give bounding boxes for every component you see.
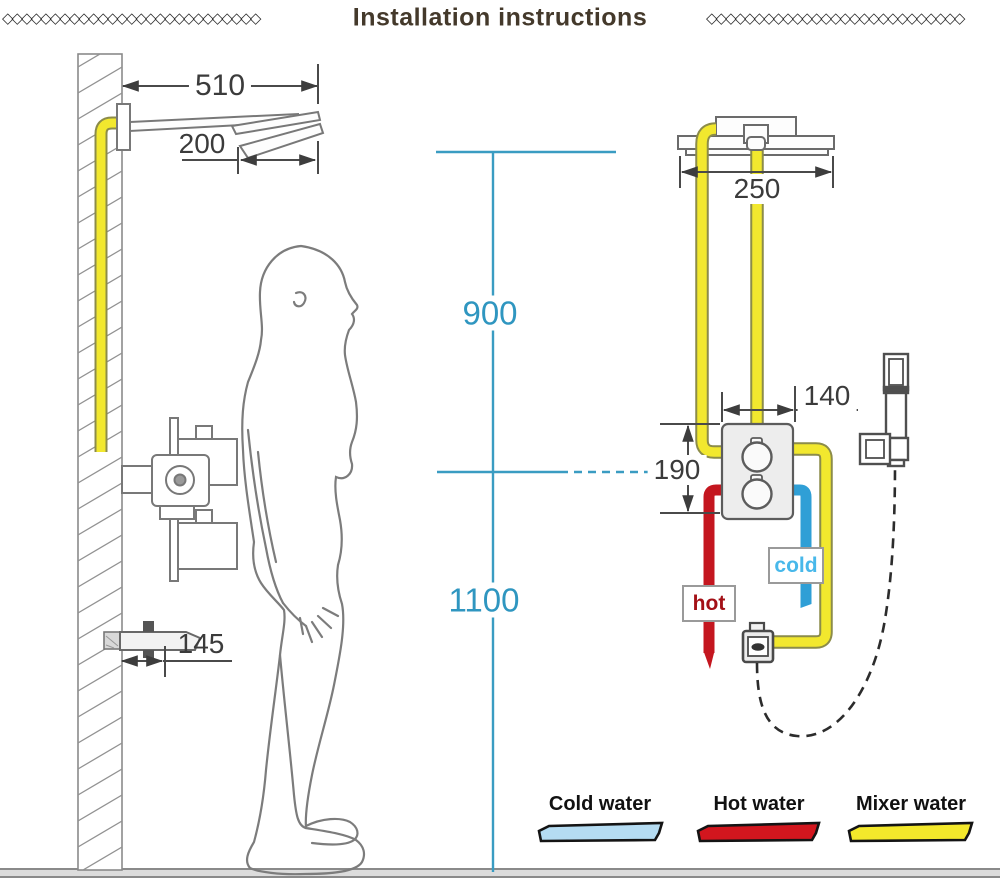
page-title: Installation instructions: [352, 3, 648, 32]
ear-line: [292, 291, 307, 308]
wall-valve: [121, 417, 238, 582]
hose-outlet-fitting: [741, 621, 775, 664]
cold-pipe: [793, 484, 812, 608]
mixer-output-pipe: [770, 442, 833, 649]
hand-shower: [858, 352, 910, 468]
dim-510-label: 510: [188, 70, 252, 102]
dim-145-label: 145: [177, 628, 225, 659]
legend-item-cold: Cold water: [534, 793, 666, 823]
head-connector-tab: [746, 136, 766, 151]
decorative-chain-left: ◇◇◇◇◇◇◇◇◇◇◇◇◇◇◇◇◇◇◇◇◇◇◇◇◇◇◇: [2, 10, 261, 27]
thermostat-knob: [741, 441, 773, 473]
inner-leg-line: [278, 653, 308, 830]
dim-900-label: 900: [456, 295, 524, 331]
dim-200-label: 200: [178, 128, 226, 159]
dim-200: [182, 141, 319, 174]
wall-mixer-pipe: [94, 116, 120, 452]
legend-hot-label: Hot water: [713, 793, 805, 815]
dim-145: [120, 646, 232, 677]
legend-item-mixer: Mixer water: [845, 793, 977, 823]
legend-mixer-label: Mixer water: [855, 793, 967, 815]
legend-swatches: [537, 821, 974, 843]
dim-140-label: 140: [797, 381, 857, 411]
arm-back-line: [246, 428, 285, 605]
diverter-knob: [741, 478, 773, 510]
dim-190-label: 190: [647, 455, 707, 485]
human-figure: [241, 244, 366, 876]
wrist-line: [281, 601, 308, 628]
back-foot: [304, 817, 359, 846]
height-dimension-lines: [436, 150, 657, 872]
tub-spout: [103, 621, 202, 658]
shower-head-bottom-slab: [238, 122, 325, 160]
cold-pipe-tag: cold: [768, 547, 824, 584]
hot-pipe-tag: hot: [682, 585, 736, 622]
shower-arm-side: [116, 103, 325, 160]
mixer-valve: [720, 422, 795, 521]
mixer-water-swatch: [847, 821, 974, 843]
legend-cold-label: Cold water: [548, 793, 652, 815]
hand-fingers: [298, 606, 340, 644]
shower-head-top-slab: [230, 110, 322, 136]
dim-250-label: 250: [727, 174, 787, 204]
dim-250: [679, 156, 834, 188]
arm-front-line: [256, 450, 278, 564]
cold-water-swatch: [537, 821, 664, 843]
decorative-chain-right: ◇◇◇◇◇◇◇◇◇◇◇◇◇◇◇◇◇◇◇◇◇◇◇◇◇◇◇: [706, 10, 965, 27]
hot-water-swatch: [696, 821, 821, 843]
dim-1100-label: 1100: [442, 582, 526, 618]
floor-line: [0, 868, 1000, 878]
shower-hose: [755, 463, 897, 738]
hot-pipe: [703, 484, 722, 669]
legend-item-hot: Hot water: [693, 793, 825, 823]
